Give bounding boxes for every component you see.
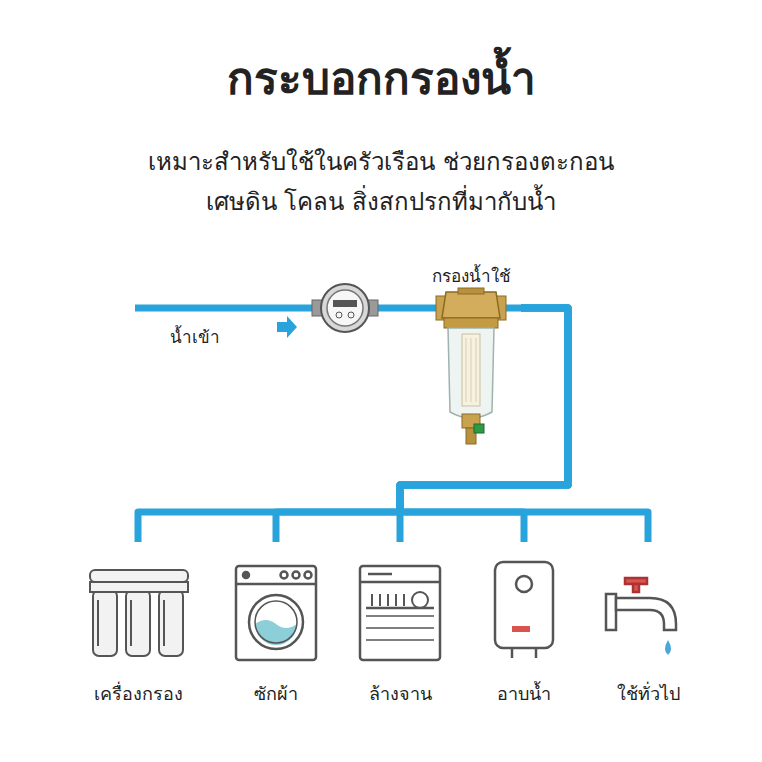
- filter-housing-part: [476, 338, 477, 402]
- water-purifier-icon: [90, 570, 188, 656]
- faucet-icon-part: [606, 594, 616, 630]
- water-heater-icon-part: [516, 576, 532, 592]
- water-meter: [312, 284, 378, 332]
- water-heater-icon-part: [511, 648, 514, 658]
- dishwasher-icon-part: [360, 566, 440, 660]
- washing-machine-icon-part: [249, 595, 303, 649]
- water-purifier-icon-part: [93, 590, 117, 656]
- appliance-label: อาบน้ำ: [493, 679, 555, 708]
- dishwasher-appliance: ล้างจาน: [345, 542, 455, 708]
- water-pipe: [400, 308, 568, 542]
- water-heater-icon-part: [535, 648, 538, 658]
- flow-arrow: [277, 316, 297, 338]
- dishwasher-icon-part: [366, 607, 434, 610]
- faucet-icon: [606, 578, 676, 655]
- filter-housing-part: [442, 292, 500, 318]
- washer-appliance: ซักผ้า: [221, 542, 331, 708]
- washing-machine-icon-part: [281, 572, 288, 579]
- filter-housing-part: [458, 288, 484, 294]
- washing-machine-icon-part: [236, 583, 316, 586]
- appliance-label: ซักผ้า: [250, 679, 302, 708]
- water-heater-icon-part: [495, 562, 553, 648]
- flow-arrow-part: [277, 316, 297, 338]
- washing-machine-icon-part: [255, 620, 297, 645]
- water-purifier-icon-part: [97, 600, 99, 646]
- faucet-icon-part: [616, 598, 676, 630]
- dishwasher-icon: [360, 566, 440, 660]
- filter-housing: [436, 288, 506, 444]
- subtitle: เหมาะสำหรับใช้ในครัวเรือน ช่วยกรองตะกอน: [148, 142, 614, 181]
- dishwasher-icon-part: [366, 639, 434, 641]
- subtitle: เศษดิน โคลน สิ่งสกปรกที่มากับน้ำ: [206, 182, 556, 221]
- water-purifier-icon-part: [90, 570, 188, 582]
- dishwasher-icon-part: [372, 594, 404, 606]
- dishwasher-icon-part: [366, 627, 434, 629]
- washing-machine-icon-part: [255, 601, 297, 643]
- dishwasher-icon-part: [368, 573, 392, 576]
- appliance-label: ล้างจาน: [365, 679, 436, 708]
- water-pipe: [138, 308, 568, 542]
- water-purifier-icon-part: [159, 590, 183, 656]
- faucet-appliance: ใช้ทั่วไป: [593, 542, 703, 708]
- dishwasher-icon-part: [366, 615, 434, 617]
- filter-housing-part: [474, 424, 484, 433]
- washing-machine-icon-part: [243, 572, 249, 578]
- washing-machine-icon-part: [305, 572, 312, 579]
- water-meter-part: [333, 300, 357, 307]
- faucet-icon-part: [633, 584, 639, 592]
- water-pipe: [276, 308, 568, 542]
- water-meter-part: [336, 312, 342, 318]
- filter-label: กรองน้ำใช้: [428, 262, 515, 289]
- water-purifier-icon-part: [90, 582, 188, 592]
- dishwasher-icon-part: [360, 581, 440, 584]
- purifier-appliance: เครื่องกรอง: [78, 542, 198, 708]
- water-heater-icon-part: [512, 626, 530, 632]
- heater-appliance: อาบน้ำ: [469, 542, 579, 708]
- filter-housing-part: [444, 318, 498, 328]
- faucet-icon-part: [665, 640, 671, 655]
- water-purifier-icon-part: [163, 600, 165, 646]
- water-meter-part: [348, 312, 354, 318]
- filter-unit: กรองน้ำใช้: [421, 262, 521, 450]
- water-meter-part: [327, 290, 363, 326]
- washing-machine-icon-part: [293, 572, 300, 579]
- filter-housing-part: [462, 334, 480, 406]
- appliance-label: เครื่องกรอง: [90, 679, 187, 708]
- water-heater-icon: [495, 562, 553, 658]
- filter-housing-part: [471, 338, 472, 402]
- filter-housing-part: [448, 328, 494, 418]
- washing-machine-icon-part: [236, 566, 316, 660]
- water-pipe: [400, 308, 648, 542]
- title: กระบอกกรองน้ำ: [227, 43, 536, 113]
- water-pipe: [400, 308, 568, 542]
- appliance-label: ใช้ทั่วไป: [613, 679, 684, 708]
- washing-machine-icon: [236, 566, 316, 660]
- water-purifier-icon-part: [126, 590, 150, 656]
- water-purifier-icon-part: [130, 600, 132, 646]
- dishwasher-icon-part: [412, 592, 428, 608]
- flow-label: น้ำเข้า: [170, 323, 220, 350]
- water-meter-part: [321, 284, 369, 332]
- filter-housing-part: [466, 338, 467, 402]
